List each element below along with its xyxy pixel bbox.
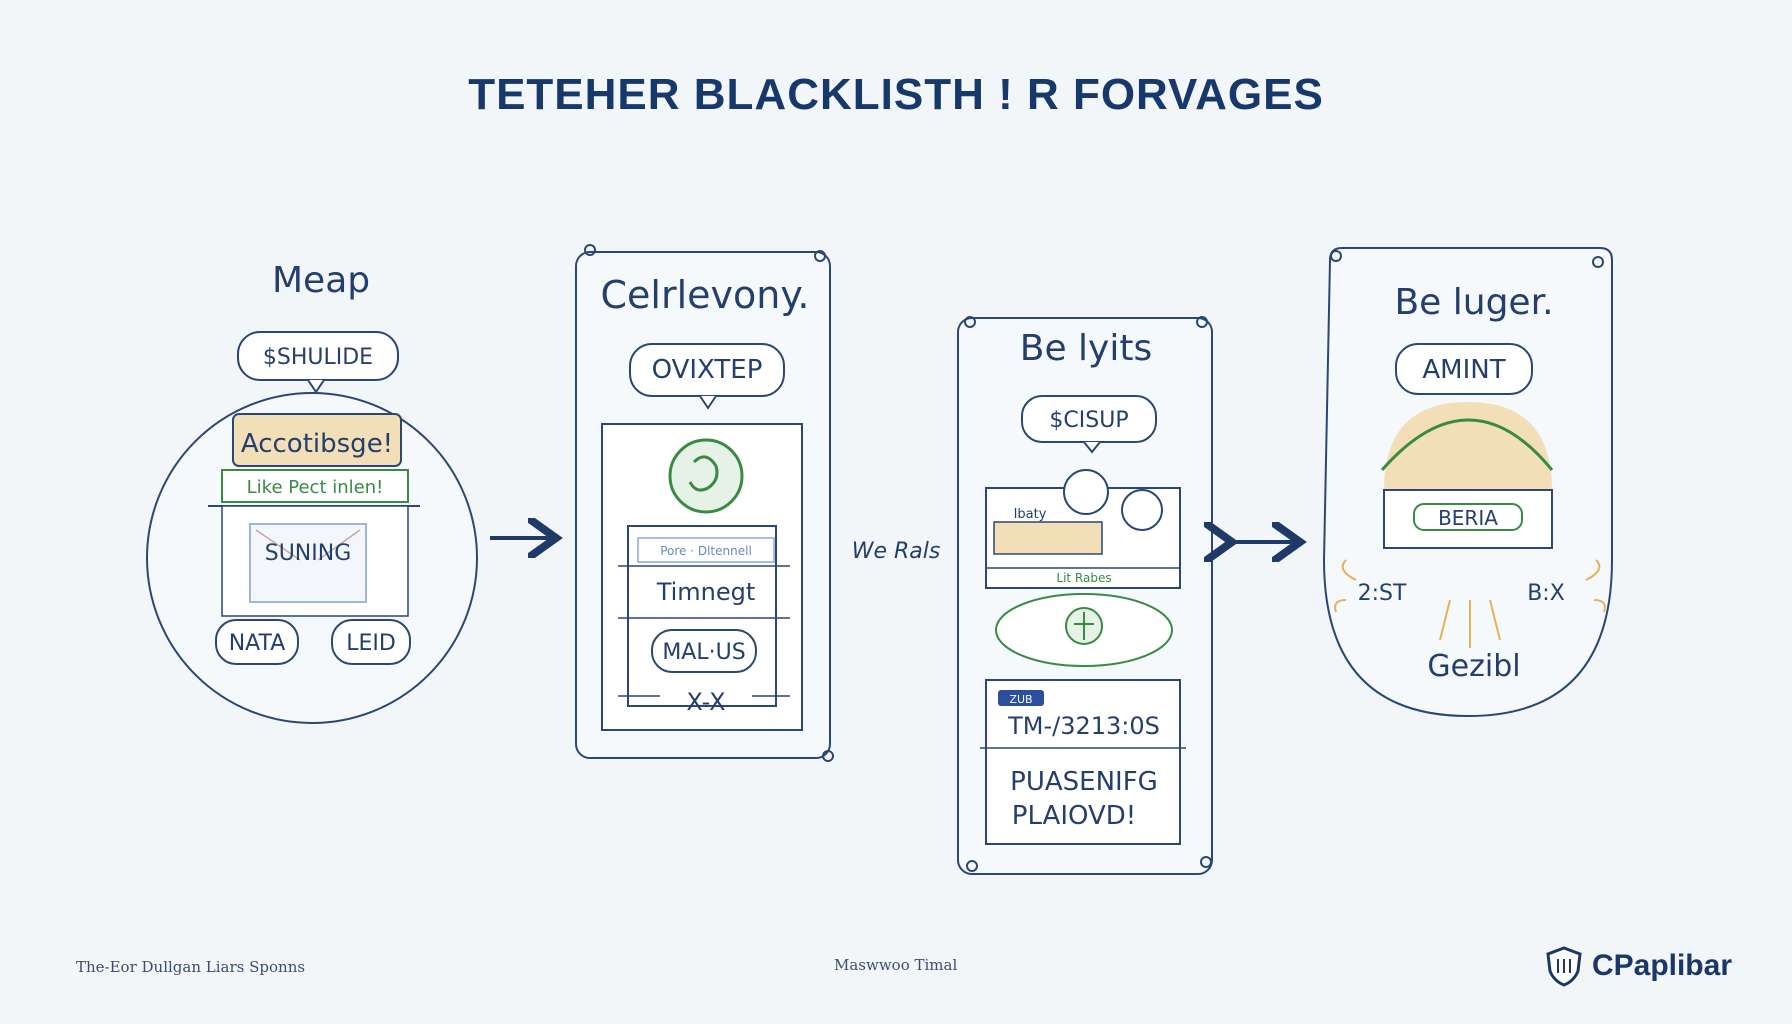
panel-be-lyits-bubble-text: $CISUP: [1049, 408, 1128, 433]
panel-meap-line-text: Like Pect inlen!: [247, 477, 384, 498]
footer-center: Maswwoo Timal: [834, 956, 958, 974]
panel-be-luger-heading: Be luger.: [1394, 282, 1553, 323]
connector-label: We Rals: [852, 539, 941, 564]
panel-be-luger-bubble: [1395, 343, 1533, 395]
panel-celrlevony: Celrlevony. OVIXTEP Pore · Dltennell Tim…: [575, 244, 834, 762]
person-icon: [1063, 469, 1109, 515]
recycle-icon: [668, 438, 744, 514]
footer-left: The-Eor Dullgan Liars Sponns: [76, 958, 306, 976]
panel-meap: Meap $SHULIDE Accotibsge! Like Pect inle…: [146, 260, 478, 724]
panel-celrlevony-field: [637, 537, 775, 563]
panel-be-lyits-badge: [998, 690, 1044, 706]
panel-celrlevony-bubble-text: OVIXTEP: [652, 355, 763, 385]
panel-be-lyits-card: [985, 679, 1181, 845]
panel-be-luger-label: BERIA: [1438, 506, 1498, 530]
panel-celrlevony-field-text: Pore · Dltennell: [660, 544, 752, 558]
panel-be-lyits: Be lyits $CISUP Ibaty Lit Rabes ZUB TM-/…: [957, 316, 1213, 875]
panel-meap-inner-box: [249, 523, 367, 603]
panel-be-luger-label-box: [1413, 503, 1523, 531]
panel-celrlevony-row2: MAL·US: [662, 640, 745, 665]
panel-be-lyits-note-2: PLAIOVD!: [1012, 801, 1136, 831]
panel-be-luger: Be luger. AMINT BERIA 2:ST B:X Gezibl: [1322, 247, 1613, 718]
panel-be-luger-right-value: B:X: [1527, 581, 1565, 606]
panel-meap-heading: Meap: [272, 260, 370, 301]
panel-celrlevony-pill: [651, 629, 757, 673]
panel-be-lyits-note-1: PUASENIFG: [1010, 767, 1158, 797]
panel-be-lyits-heading: Be lyits: [1020, 328, 1152, 369]
panel-be-luger-bottom: Gezibl: [1427, 649, 1520, 684]
panel-meap-tag: [232, 413, 402, 467]
brand-name: CPaplibar: [1591, 949, 1732, 982]
shield-icon: [1546, 946, 1582, 987]
person-icon: [1121, 489, 1163, 531]
panel-meap-bubble-tail: [307, 379, 325, 394]
panel-be-lyits-scene-label: Ibaty: [1014, 507, 1047, 522]
panel-meap-bubble-text: $SHULIDE: [263, 345, 373, 370]
panel-celrlevony-row3: X-X: [686, 688, 725, 716]
diagram-title: TETEHER BLACKLISTH ! R FORVAGES: [468, 70, 1324, 119]
panel-meap-left-pill-text: NATA: [229, 631, 286, 656]
panel-meap-tag-text: Accotibsge!: [241, 429, 393, 459]
panel-meap-right-pill-text: LEID: [346, 631, 396, 656]
panel-meap-line-box: [221, 469, 409, 503]
panel-be-lyits-badge-text: ZUB: [1009, 693, 1032, 706]
panel-celrlevony-heading: Celrlevony.: [601, 273, 810, 317]
panel-be-lyits-scene-caption: Lit Rabes: [1056, 571, 1111, 585]
panel-meap-box-text: SUNING: [265, 541, 352, 566]
panel-celrlevony-row1: Timnegt: [656, 578, 756, 606]
panel-meap-left-pill: [215, 619, 299, 665]
brand-logo: CPaplibar: [1544, 945, 1732, 987]
panel-be-luger-bubble-text: AMINT: [1422, 355, 1505, 385]
panel-meap-right-pill: [331, 619, 411, 665]
panel-be-lyits-time: TM-/3213:0S: [1007, 712, 1160, 740]
panel-be-luger-dome: [1384, 402, 1552, 490]
panel-be-luger-left-value: 2:ST: [1358, 581, 1407, 606]
